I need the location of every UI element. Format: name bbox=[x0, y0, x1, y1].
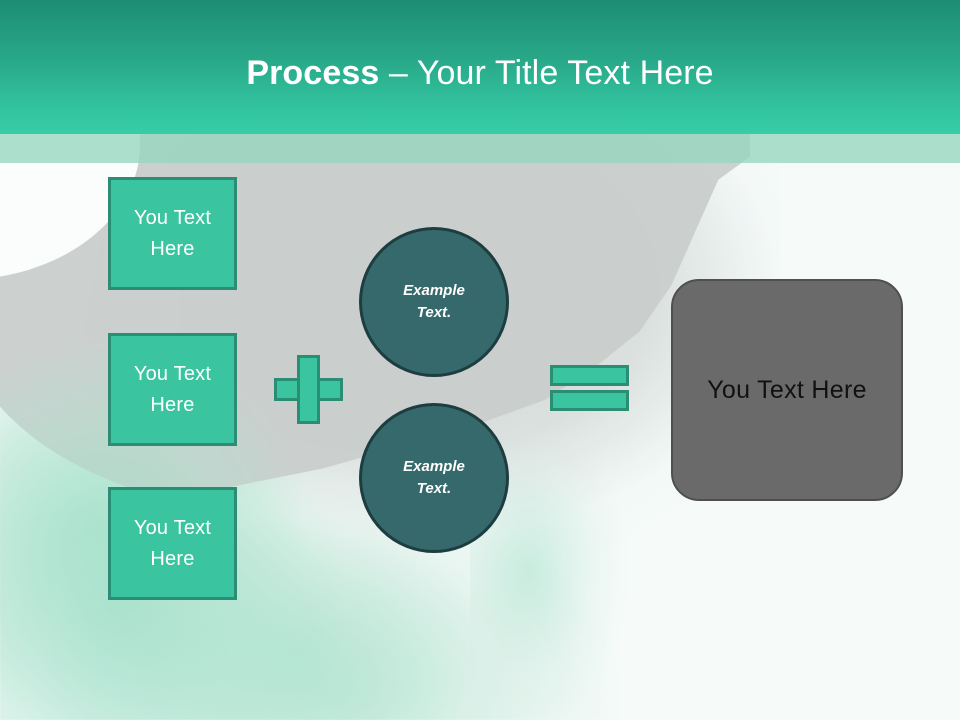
step-box-2-line2: Here bbox=[150, 393, 195, 416]
plus-icon bbox=[274, 355, 343, 424]
example-circle-1[interactable]: Example Text. bbox=[359, 227, 509, 377]
step-box-3-text: You Text Here bbox=[134, 513, 211, 575]
step-box-2[interactable]: You Text Here bbox=[108, 333, 237, 446]
step-box-1-line2: Here bbox=[150, 237, 195, 260]
step-box-3[interactable]: You Text Here bbox=[108, 487, 237, 600]
title-rest-part: – Your Title Text Here bbox=[379, 54, 714, 92]
step-box-2-text: You Text Here bbox=[134, 359, 211, 421]
step-box-2-line1: You Text bbox=[133, 362, 212, 385]
title-bold-part: Process bbox=[246, 54, 380, 92]
example-circle-1-line1: Example bbox=[403, 282, 465, 299]
result-box[interactable]: You Text Here bbox=[671, 279, 903, 501]
plus-icon-center-fill bbox=[300, 381, 317, 398]
header-accent-band bbox=[0, 134, 960, 163]
step-box-3-line2: Here bbox=[150, 547, 195, 570]
step-box-1-line1: You Text bbox=[133, 206, 212, 229]
example-circle-2-line2: Text. bbox=[416, 480, 452, 497]
example-circle-2-line1: Example bbox=[403, 458, 465, 475]
step-box-1[interactable]: You Text Here bbox=[108, 177, 237, 290]
step-box-3-line1: You Text bbox=[133, 516, 212, 539]
example-circle-1-text: Example Text. bbox=[403, 280, 465, 324]
equals-icon-bottom-bar bbox=[550, 390, 629, 411]
equals-icon bbox=[550, 365, 629, 411]
page-title: Process – Your Title Text Here bbox=[0, 52, 960, 94]
equals-icon-top-bar bbox=[550, 365, 629, 386]
example-circle-1-line2: Text. bbox=[416, 304, 452, 321]
example-circle-2-text: Example Text. bbox=[403, 456, 465, 500]
slide-header-band bbox=[0, 0, 960, 134]
example-circle-2[interactable]: Example Text. bbox=[359, 403, 509, 553]
step-box-1-text: You Text Here bbox=[134, 203, 211, 265]
result-box-label: You Text Here bbox=[707, 375, 867, 404]
